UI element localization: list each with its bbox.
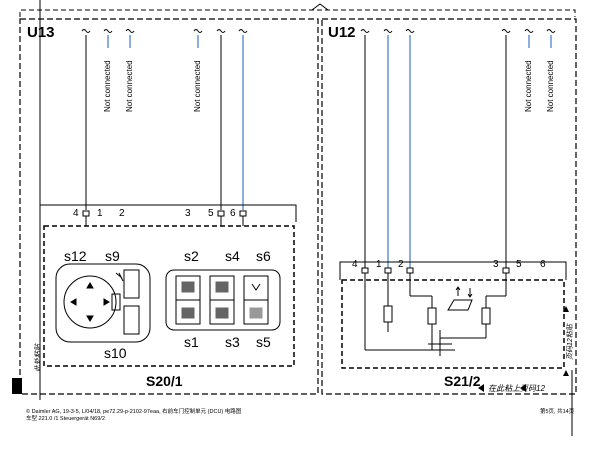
top-brace bbox=[19, 9, 576, 17]
not-connected-label: Not connected bbox=[524, 60, 533, 112]
switch-label-s9: s9 bbox=[105, 248, 120, 264]
switch-label-s5: s5 bbox=[256, 334, 271, 350]
not-connected-label: Not connected bbox=[546, 60, 555, 112]
side-arrow-2 bbox=[563, 370, 569, 376]
footer-page-number: 第5页, 共14页 bbox=[540, 409, 575, 415]
footer-copyright: © Daimler AG, 19-3-5, L/04/18, pe72.29-p… bbox=[26, 409, 242, 415]
switch-label-s1: s1 bbox=[184, 334, 199, 350]
switch-label-s3: s3 bbox=[225, 334, 240, 350]
pin-number: 6 bbox=[540, 259, 546, 270]
pin-number: 3 bbox=[493, 259, 499, 270]
not-connected-label: Not connected bbox=[103, 60, 112, 112]
pin-number: 1 bbox=[376, 259, 382, 270]
side-arrow bbox=[563, 306, 569, 312]
component-label-s20-1: S20/1 bbox=[146, 373, 183, 389]
pin-number: 2 bbox=[119, 208, 125, 219]
s20-connector bbox=[39, 204, 297, 226]
continuation-arrow-2 bbox=[520, 384, 526, 392]
pin-number: 5 bbox=[516, 259, 522, 270]
brace-tip bbox=[311, 3, 329, 11]
continuation-note: 在此粘上页码12 bbox=[488, 384, 545, 393]
mirror-switch-icon bbox=[55, 263, 151, 343]
module-label-u12: U12 bbox=[328, 24, 356, 41]
s21-circuit bbox=[364, 273, 507, 356]
not-connected-label: Not connected bbox=[193, 60, 202, 112]
continuation-arrow bbox=[478, 384, 484, 392]
side-label-left: 此处粘贴 bbox=[35, 344, 42, 372]
pin-number: 3 bbox=[185, 208, 191, 219]
footer-model: 车型 221.0 /1 Steuergerät N69/2 bbox=[26, 416, 105, 422]
module-box-u13 bbox=[19, 18, 319, 395]
pin-number: 2 bbox=[398, 259, 404, 270]
s21-switch-box bbox=[341, 279, 565, 369]
switch-label-s2: s2 bbox=[184, 248, 199, 264]
not-connected-label: Not connected bbox=[125, 60, 134, 112]
module-box-u12 bbox=[321, 18, 577, 395]
window-switch-block-icon bbox=[165, 269, 281, 331]
switch-label-s12: s12 bbox=[64, 248, 87, 264]
page-marker bbox=[12, 378, 22, 394]
module-label-u13: U13 bbox=[27, 24, 55, 41]
u12-pin-glyphs bbox=[360, 29, 556, 33]
u13-pin-glyphs bbox=[81, 29, 248, 33]
u12-wires bbox=[364, 35, 552, 268]
s20-switch-box bbox=[43, 225, 295, 367]
component-label-s21-2: S21/2 bbox=[444, 373, 481, 389]
s21-connector bbox=[339, 261, 567, 280]
switch-label-s10: s10 bbox=[104, 345, 127, 361]
u13-wires bbox=[85, 35, 244, 210]
pin-number: 5 bbox=[208, 208, 214, 219]
switch-label-s4: s4 bbox=[225, 248, 240, 264]
side-label-right: 页码12粘贴 bbox=[567, 324, 574, 360]
pin-number: 4 bbox=[352, 259, 358, 270]
pin-number: 1 bbox=[97, 208, 103, 219]
pin-number: 4 bbox=[73, 208, 79, 219]
pin-number: 6 bbox=[230, 208, 236, 219]
switch-label-s6: s6 bbox=[256, 248, 271, 264]
